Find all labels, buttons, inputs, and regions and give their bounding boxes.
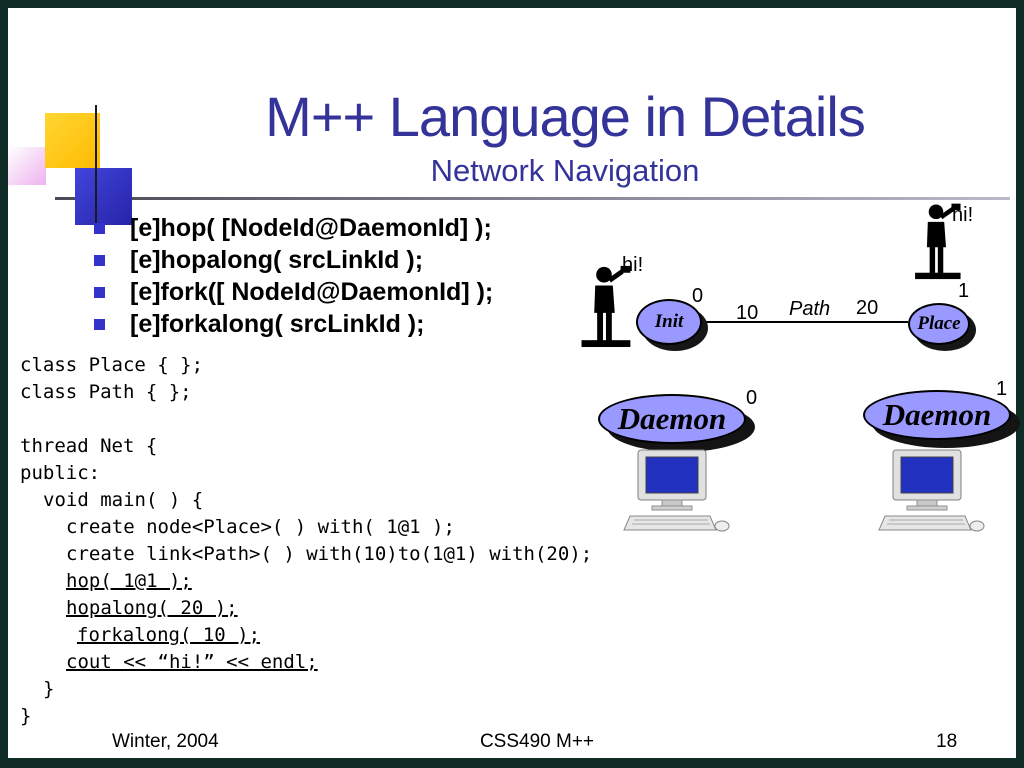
node-id-left: 0 xyxy=(692,285,704,307)
code-line-underlined: hopalong( 20 ); xyxy=(66,597,238,619)
bullet-square-icon xyxy=(94,319,105,330)
daemon-label: Daemon xyxy=(882,397,992,432)
bullet-text: [e]forkalong( srcLinkId ); xyxy=(130,310,425,338)
footer-date: Winter, 2004 xyxy=(112,731,219,752)
daemon-label: Daemon xyxy=(617,401,727,436)
list-item: [e]fork([ NodeId@DaemonId] ); xyxy=(94,278,493,310)
bullet-text: [e]hopalong( srcLinkId ); xyxy=(130,246,424,274)
decor-pink-square xyxy=(8,147,46,185)
place-node-label: Place xyxy=(917,313,961,334)
code-line: void main( ) { xyxy=(43,489,204,511)
decor-blue-square xyxy=(75,168,132,225)
code-line-underlined: cout << “hi!” << endl; xyxy=(66,651,318,673)
code-line: create node<Place>( ) with( 1@1 ); xyxy=(66,516,455,538)
page-title: M++ Language in Details xyxy=(265,85,866,148)
hi-label-left: hi! xyxy=(622,254,644,276)
list-item: [e]forkalong( srcLinkId ); xyxy=(94,310,493,342)
code-line: public: xyxy=(20,462,101,484)
daemon-id-left: 0 xyxy=(746,387,758,409)
code-line: thread Net { xyxy=(20,435,158,457)
bullet-list: [e]hop( [NodeId@DaemonId] ); [e]hopalong… xyxy=(94,214,493,342)
hi-label-right: hi! xyxy=(952,204,974,226)
bullet-square-icon xyxy=(94,287,105,298)
code-line: class Place { }; xyxy=(20,354,204,376)
bullet-text: [e]hop( [NodeId@DaemonId] ); xyxy=(130,214,492,242)
daemon-node-right: Daemon xyxy=(863,390,1011,440)
footer-page-number: 18 xyxy=(936,731,958,752)
bullet-square-icon xyxy=(94,223,105,234)
edge-weight-far: 20 xyxy=(856,297,879,319)
init-node-label: Init xyxy=(654,311,684,332)
footer-course: CSS490 M++ xyxy=(479,731,595,752)
path-edge-line xyxy=(702,321,908,323)
code-line: class Path { }; xyxy=(20,381,192,403)
daemon-id-right: 1 xyxy=(996,378,1008,400)
code-line-underlined: forkalong( 10 ); xyxy=(77,624,261,646)
code-line: create link<Path>( ) with(10)to(1@1) wit… xyxy=(66,543,593,565)
list-item: [e]hop( [NodeId@DaemonId] ); xyxy=(94,214,493,246)
bullet-square-icon xyxy=(94,255,105,266)
decor-yellow-square xyxy=(45,113,100,168)
code-block: class Place { }; class Path { }; thread … xyxy=(20,352,592,730)
bullet-text: [e]fork([ NodeId@DaemonId] ); xyxy=(130,278,494,306)
page-subtitle: Network Navigation xyxy=(430,153,700,188)
person-silhouette-icon xyxy=(573,262,635,353)
code-line-underlined: hop( 1@1 ); xyxy=(66,570,192,592)
decor-vertical-line xyxy=(95,105,97,233)
person-silhouette-icon xyxy=(905,200,967,285)
list-item: [e]hopalong( srcLinkId ); xyxy=(94,246,493,278)
daemon-node-left: Daemon xyxy=(598,394,746,444)
code-line: } xyxy=(43,678,55,700)
code-line: } xyxy=(20,705,32,727)
desktop-computer-icon xyxy=(618,448,733,541)
node-id-right: 1 xyxy=(958,280,970,302)
place-node: Place xyxy=(908,303,970,345)
code-line xyxy=(20,406,592,433)
edge-label-path: Path xyxy=(789,298,831,320)
title-divider xyxy=(55,197,1010,200)
init-node: Init xyxy=(636,299,702,345)
desktop-computer-icon xyxy=(873,448,988,541)
slide-background xyxy=(8,8,1016,758)
edge-weight-near: 10 xyxy=(736,302,759,324)
